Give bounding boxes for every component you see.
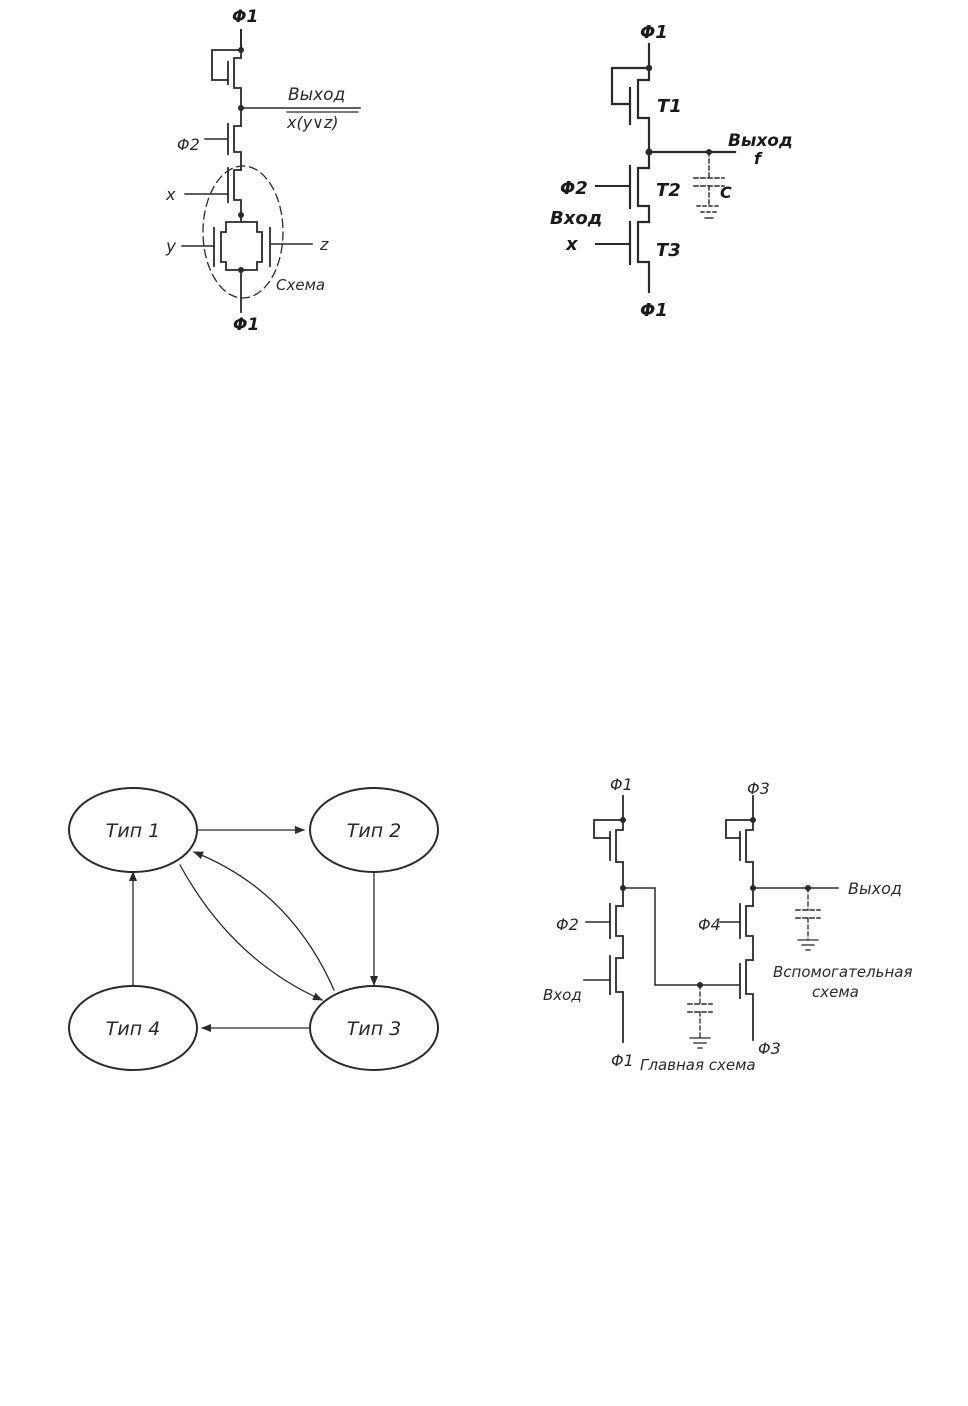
node-type1-label: Тип 1 [106, 820, 161, 842]
input-z-label: z [319, 235, 329, 254]
phi1-bottom-label: Φ1 [640, 300, 668, 321]
input-label: Вход [550, 208, 602, 229]
aux-scheme-line2: схема [812, 983, 859, 1001]
phi1-top-label: Φ1 [232, 7, 258, 27]
t3-label: T3 [656, 240, 681, 261]
phi2-label: Φ2 [556, 915, 579, 934]
phi1-bottom-label: Φ1 [233, 315, 259, 335]
state-graph: Тип 1 Тип 2 Тип 3 Тип 4 [69, 788, 438, 1070]
input-label: Вход [543, 986, 582, 1004]
phi1-top-label: Φ1 [640, 22, 668, 43]
node-type3-label: Тип 3 [347, 1018, 402, 1040]
circuit-b: Φ1 T1 Выход f Φ2 T2 C Вход x T3 Φ1 [550, 22, 793, 321]
phi2-label: Φ2 [177, 135, 200, 154]
t2-label: T2 [656, 180, 681, 201]
phi2-label: Φ2 [560, 178, 588, 199]
circuit-c: Φ1 Φ3 Выход Φ2 Φ4 Вход Вспомогательная с… [543, 775, 913, 1074]
circuit-a: Φ1 Выход x(y∨z) Φ2 x y z Схема Φ1 [165, 7, 360, 335]
aux-scheme-line1: Вспомогательная [773, 963, 913, 981]
output-label: Выход [848, 879, 902, 898]
phi1-bottom-label: Φ1 [611, 1051, 634, 1070]
edge-type3-type1 [194, 852, 334, 990]
phi3-bottom-label: Φ3 [758, 1039, 781, 1058]
phi1-top-label: Φ1 [610, 775, 633, 794]
output-f-label: f [754, 149, 763, 168]
output-label: Выход [728, 131, 793, 151]
capacitor-label: C [720, 183, 732, 202]
input-y-label: y [165, 237, 177, 257]
output-expression: x(y∨z) [286, 113, 339, 132]
t1-label: T1 [657, 96, 682, 117]
input-x-label: x [165, 185, 176, 204]
scheme-label: Схема [276, 276, 325, 294]
output-label: Выход [288, 85, 345, 105]
main-scheme-label: Главная схема [640, 1056, 756, 1074]
node-type4-label: Тип 4 [106, 1018, 161, 1040]
input-x-label: x [565, 234, 579, 255]
node-type2-label: Тип 2 [347, 820, 402, 842]
phi4-label: Φ4 [698, 915, 721, 934]
phi3-top-label: Φ3 [747, 779, 770, 798]
